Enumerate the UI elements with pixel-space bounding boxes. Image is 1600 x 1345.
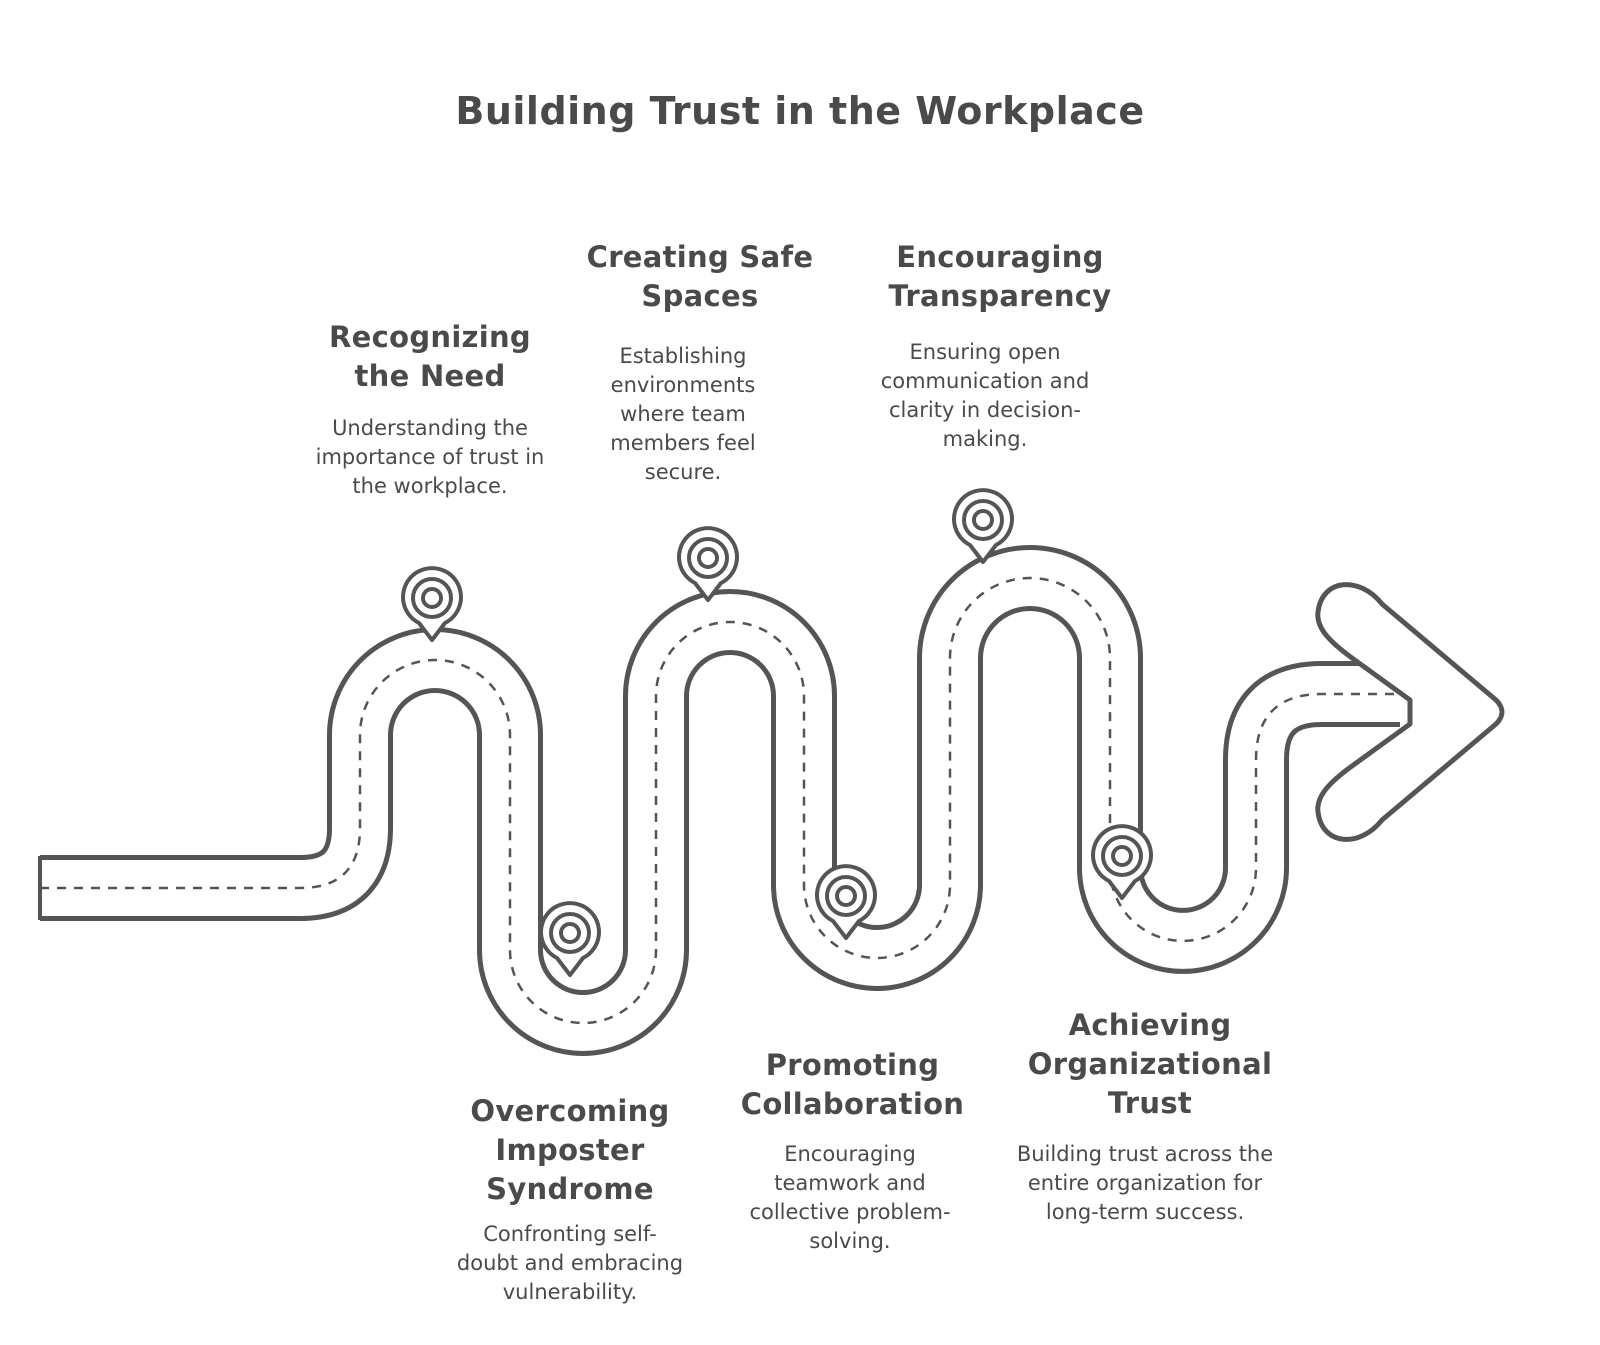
step-title: Achieving Organizational Trust bbox=[1027, 1008, 1273, 1120]
location-pin-icon bbox=[1091, 824, 1153, 900]
step-description: Ensuring open communication and clarity … bbox=[880, 340, 1090, 451]
pin-center bbox=[421, 587, 443, 609]
step-title: Overcoming Imposter Syndrome bbox=[470, 1094, 670, 1206]
step-title: Creating Safe Spaces bbox=[586, 240, 814, 313]
location-pin-icon bbox=[677, 526, 739, 602]
step-title: Promoting Collaboration bbox=[740, 1048, 965, 1121]
milestone-pins bbox=[401, 488, 1153, 977]
pin-ring bbox=[549, 912, 591, 954]
pin-ring bbox=[962, 499, 1004, 541]
winding-road bbox=[38, 545, 1400, 1056]
step-title: Recognizing the Need bbox=[329, 320, 531, 393]
pin-center bbox=[972, 509, 994, 531]
pin-ring bbox=[1101, 835, 1143, 877]
pin-ring bbox=[411, 577, 453, 619]
location-pin-icon bbox=[539, 901, 601, 977]
pin-center bbox=[835, 885, 857, 907]
road-center-line bbox=[40, 576, 1400, 1025]
road-surface bbox=[40, 550, 1400, 1051]
step-title: Encouraging Transparency bbox=[888, 240, 1112, 313]
step-description: Building trust across the entire organiz… bbox=[1016, 1142, 1274, 1224]
pin-center bbox=[1111, 845, 1133, 867]
location-pin-icon bbox=[815, 864, 877, 940]
location-pin-icon bbox=[401, 566, 463, 642]
step-description: Understanding the importance of trust in… bbox=[315, 416, 545, 498]
arrow-right-icon bbox=[1315, 582, 1505, 842]
pin-ring bbox=[825, 875, 867, 917]
pin-center bbox=[697, 547, 719, 569]
pin-center bbox=[559, 922, 581, 944]
step-description: Establishing environments where team mem… bbox=[610, 344, 756, 484]
diagram-title: Building Trust in the Workplace bbox=[455, 89, 1144, 133]
step-description: Confronting self-doubt and embracing vul… bbox=[456, 1222, 684, 1304]
location-pin-icon bbox=[952, 488, 1014, 564]
step-description: Encouraging teamwork and collective prob… bbox=[749, 1142, 951, 1253]
pin-ring bbox=[687, 537, 729, 579]
